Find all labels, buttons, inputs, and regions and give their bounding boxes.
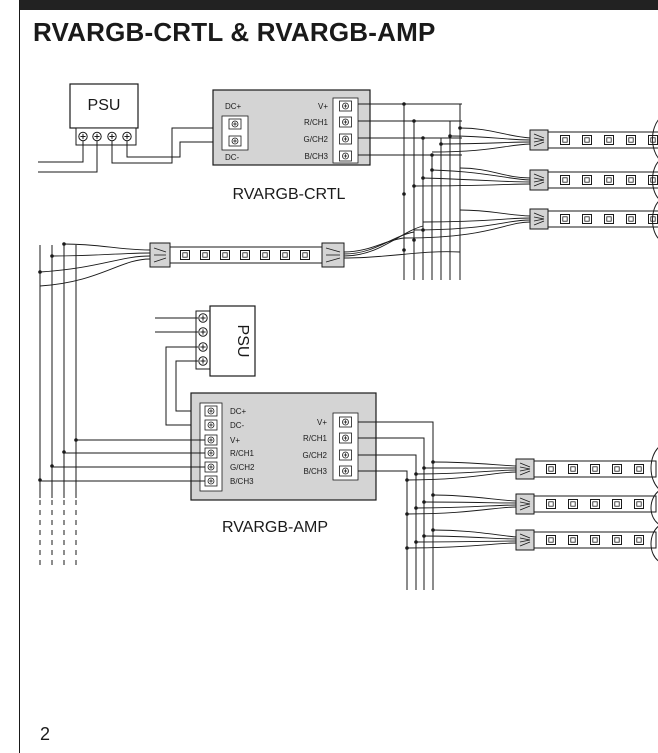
led-chip-icon (300, 250, 310, 260)
amplifier-module: DC+ DC- V+ R/CH1 G/CH2 B/CH3 V+ R/CH1 G/… (190, 392, 377, 501)
led-chip-icon (220, 250, 230, 260)
terminal-screw-icon (198, 356, 208, 366)
terminal-screw-icon (339, 116, 352, 128)
terminal-screw-icon (198, 327, 208, 337)
terminal-screw-icon (204, 434, 218, 446)
page-number: 2 (40, 724, 51, 744)
terminal-screw-icon (92, 131, 102, 142)
amp-output-label: R/CH1 (303, 434, 328, 443)
amp-input-label: DC- (230, 421, 245, 430)
terminal-screw-icon (204, 447, 218, 459)
amp-input-label: R/CH1 (230, 449, 255, 458)
terminal-screw-icon (228, 135, 242, 147)
psu-top: PSU (69, 83, 139, 146)
title-bar (19, 0, 658, 10)
led-strip (530, 209, 658, 229)
amp-output-label: B/CH3 (303, 467, 327, 476)
amp-input-label: V+ (230, 436, 240, 445)
terminal-screw-icon (204, 405, 218, 417)
terminal-screw-icon (122, 131, 132, 142)
amplifier-name: RVARGB-AMP (222, 519, 328, 536)
controller-output-label: V+ (318, 102, 328, 111)
terminal-screw-icon (339, 449, 352, 461)
led-strip (530, 170, 658, 190)
terminal-screw-icon (339, 465, 352, 477)
led-strip (516, 459, 656, 479)
led-strip (516, 494, 656, 514)
amp-input-label: B/CH3 (230, 477, 254, 486)
amp-bus (358, 421, 434, 590)
terminal-screw-icon (107, 131, 117, 142)
terminal-screw-icon (339, 133, 352, 145)
led-chip-icon (240, 250, 250, 260)
terminal-screw-icon (339, 100, 352, 112)
psu-top-wires (38, 127, 224, 173)
psu-mid-wires (155, 317, 200, 426)
psu-mid: PSU (195, 305, 256, 377)
controller-output-label: G/CH2 (304, 135, 329, 144)
page-frame (19, 0, 658, 753)
controller-name: RVARGB-CRTL (233, 186, 346, 203)
led-chip-icon (260, 250, 270, 260)
terminal-screw-icon (198, 313, 208, 323)
terminal-screw-icon (204, 419, 218, 431)
terminal-screw-icon (228, 118, 242, 130)
psu-top-label: PSU (88, 97, 121, 114)
amp-output-label: V+ (317, 418, 327, 427)
controller-module: DC+ DC- V+ R/CH1 G/CH2 B/CH3 (212, 89, 371, 166)
amp-input-label: DC+ (230, 407, 247, 416)
terminal-screw-icon (204, 461, 218, 473)
controller-input-label: DC+ (225, 102, 242, 111)
psu-mid-label: PSU (234, 325, 251, 358)
terminal-screw-icon (339, 150, 352, 162)
led-chip-icon (280, 250, 290, 260)
terminal-screw-icon (339, 432, 352, 444)
terminal-screw-icon (204, 475, 218, 487)
controller-output-label: R/CH1 (304, 118, 329, 127)
left-bus (39, 245, 77, 498)
led-strip (530, 130, 658, 150)
terminal-screw-icon (339, 416, 352, 428)
controller-input-label: DC- (225, 153, 240, 162)
amp-input-label: G/CH2 (230, 463, 255, 472)
terminal-screw-icon (78, 131, 88, 142)
terminal-screw-icon (198, 342, 208, 352)
led-strip (516, 530, 656, 550)
page-title: RVARGB-CRTL & RVARGB-AMP (33, 17, 436, 47)
amp-output-label: G/CH2 (303, 451, 328, 460)
led-chip-icon (180, 250, 190, 260)
led-strip-middle (149, 242, 345, 268)
led-chip-icon (200, 250, 210, 260)
controller-output-label: B/CH3 (304, 152, 328, 161)
